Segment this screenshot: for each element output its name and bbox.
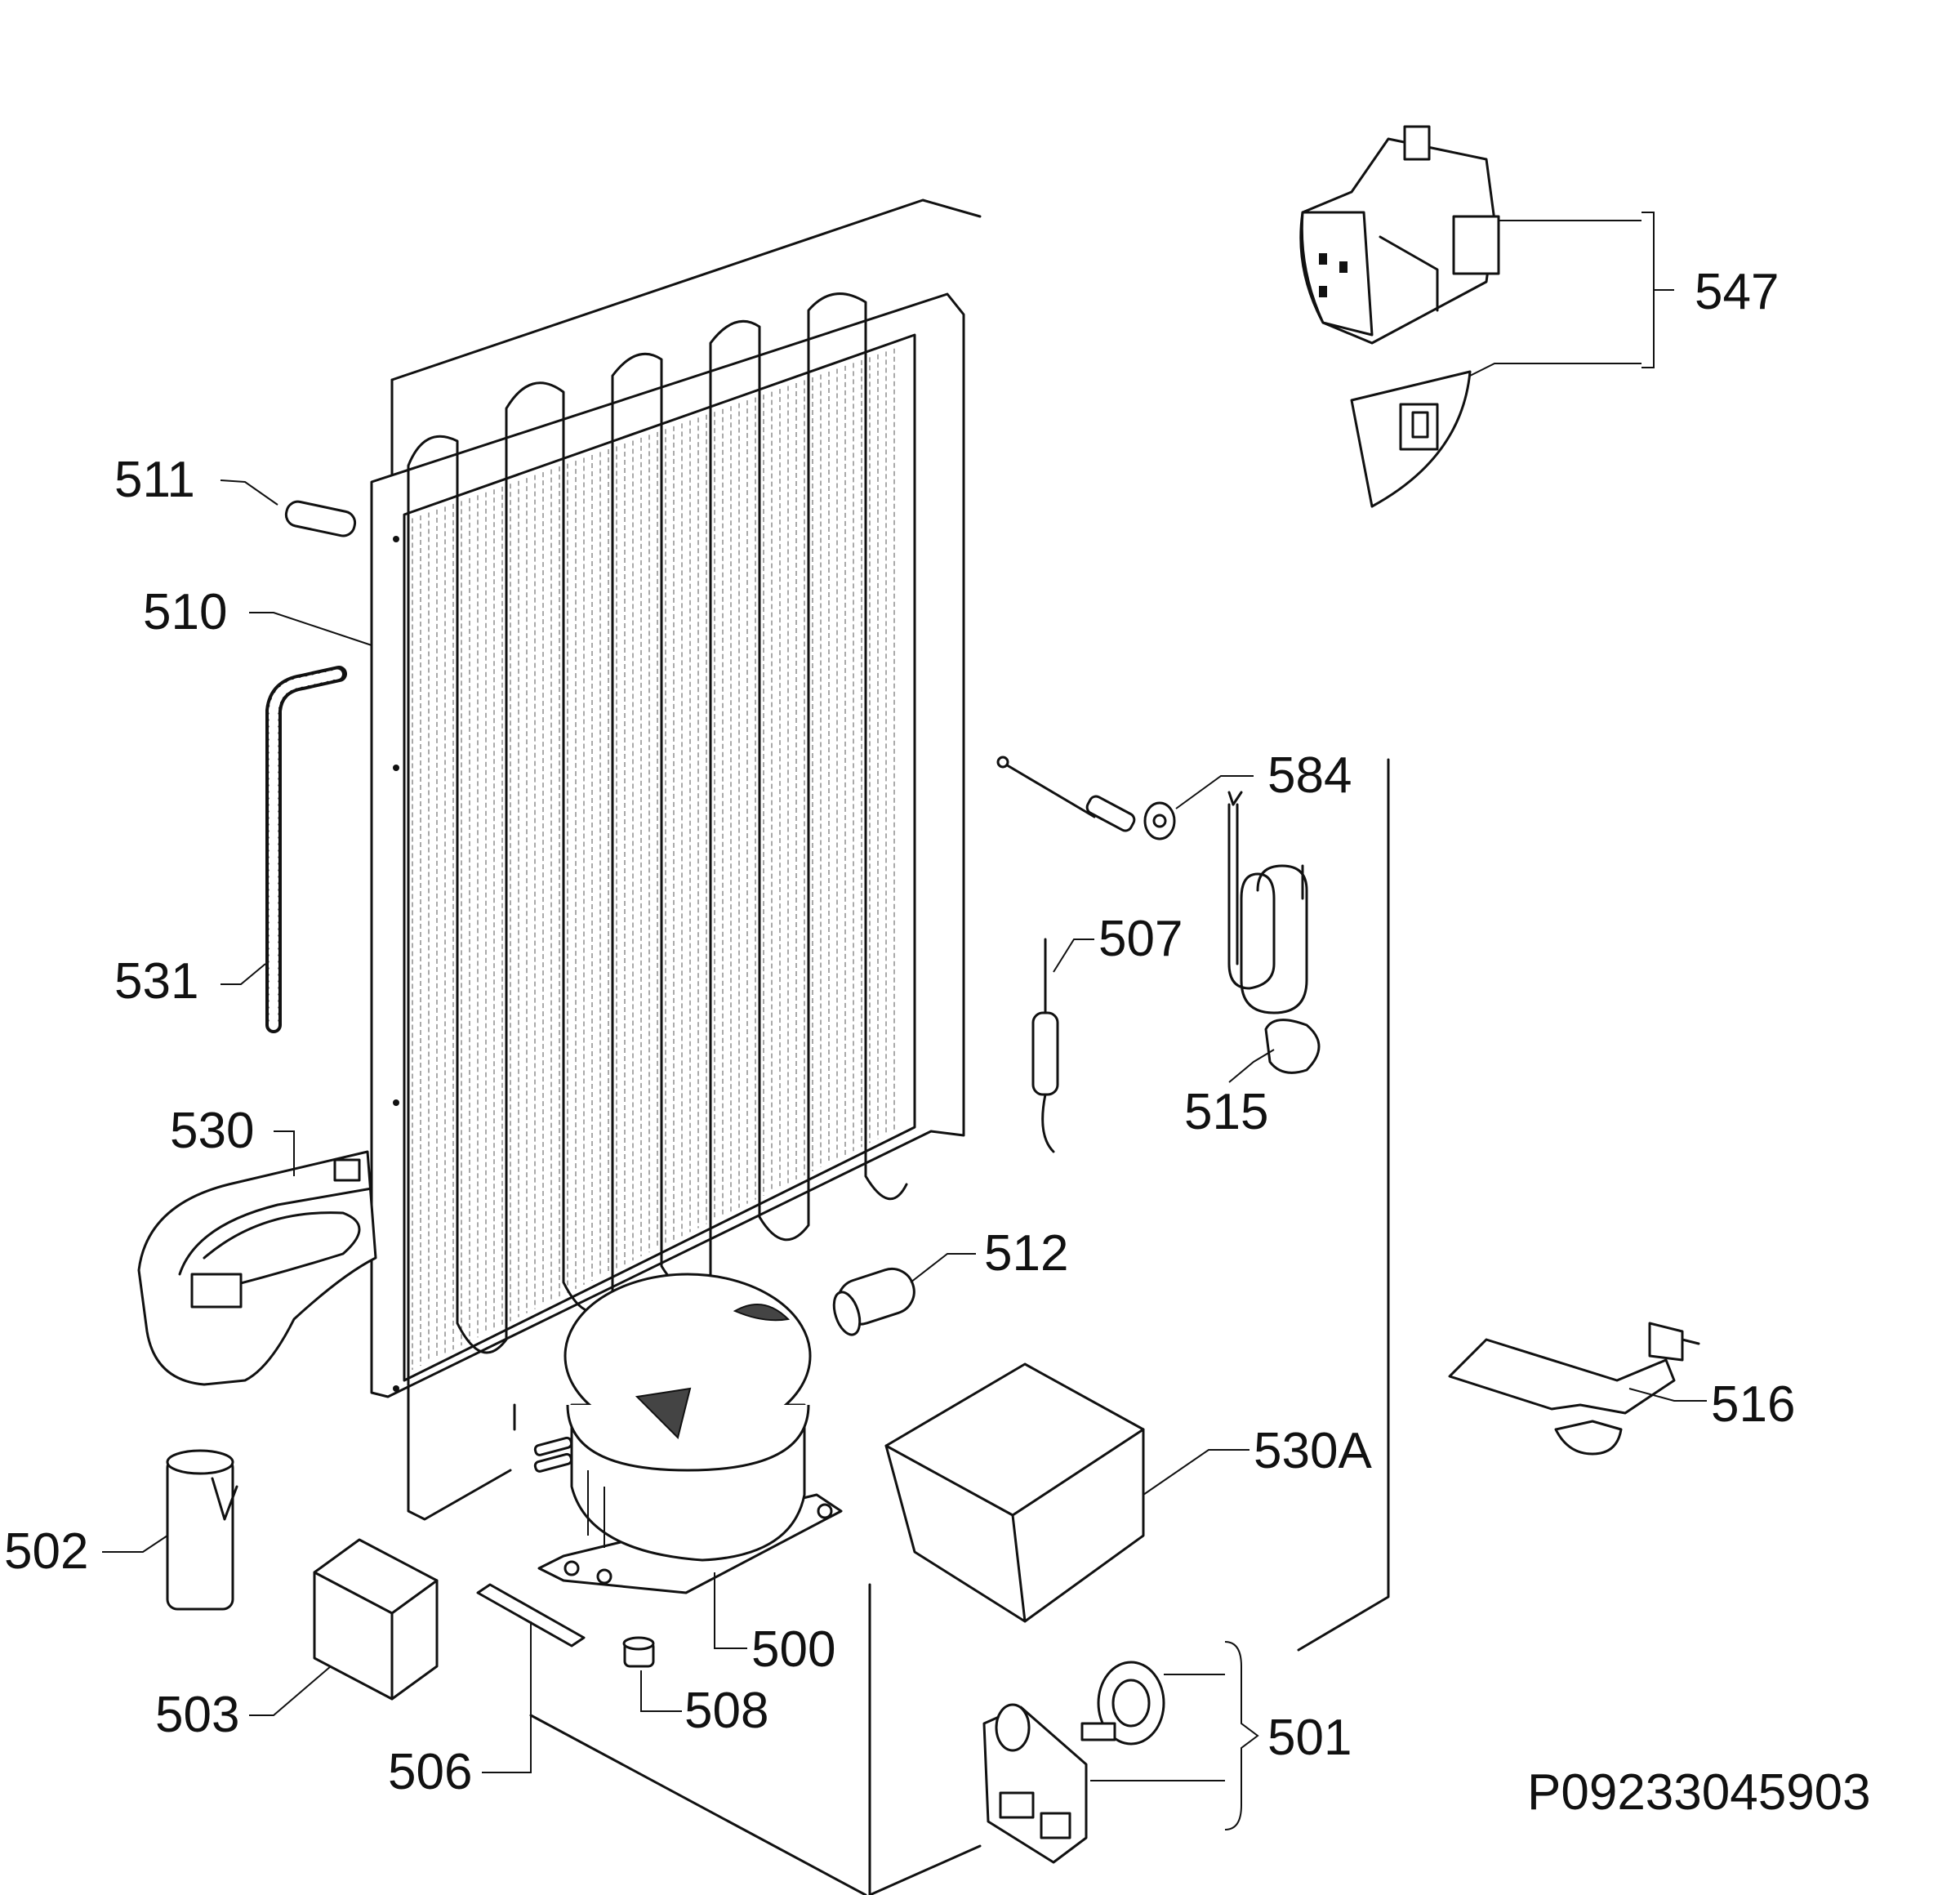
callout-584: 584 — [1267, 747, 1352, 804]
part-512-drier — [832, 1268, 915, 1336]
part-502-capacitor — [166, 1449, 238, 1611]
part-500-compressor — [533, 1273, 843, 1594]
callout-510: 510 — [143, 584, 227, 640]
callout-508: 508 — [684, 1683, 768, 1739]
callout-531: 531 — [114, 953, 198, 1010]
condenser — [370, 292, 965, 1521]
callout-516: 516 — [1711, 1376, 1795, 1433]
callout-506: 506 — [388, 1744, 472, 1800]
leader-lines — [102, 212, 1707, 1830]
callout-501: 501 — [1267, 1710, 1352, 1766]
callout-507: 507 — [1098, 911, 1183, 967]
callout-511: 511 — [114, 452, 195, 508]
part-511-plug — [284, 500, 357, 537]
callout-530A: 530A — [1254, 1423, 1372, 1479]
callout-512: 512 — [984, 1225, 1068, 1282]
part-584-sensor — [996, 756, 1176, 840]
part-506-bracket — [476, 1583, 586, 1648]
callout-labels: 511 510 531 530 502 503 506 508 500 512 … — [4, 264, 1871, 1821]
document-id: P09233045903 — [1527, 1764, 1871, 1821]
callout-530: 530 — [170, 1103, 254, 1159]
callout-547: 547 — [1695, 264, 1779, 320]
part-530A-cover-box — [884, 1362, 1145, 1623]
part-503-cover — [313, 1538, 439, 1701]
callout-503: 503 — [155, 1687, 239, 1743]
callout-502: 502 — [4, 1523, 88, 1580]
callout-500: 500 — [751, 1621, 835, 1678]
part-508-grommet — [622, 1636, 655, 1668]
callout-515: 515 — [1184, 1084, 1268, 1140]
part-507-filter — [1031, 938, 1059, 1153]
part-530-tray — [137, 1150, 377, 1386]
part-501-relay-group — [982, 1661, 1165, 1864]
part-547-control-unit — [1299, 125, 1500, 508]
part-531-hose — [265, 666, 347, 1033]
part-515-power-cable — [1227, 791, 1321, 1074]
part-516-holder — [1448, 1322, 1700, 1456]
